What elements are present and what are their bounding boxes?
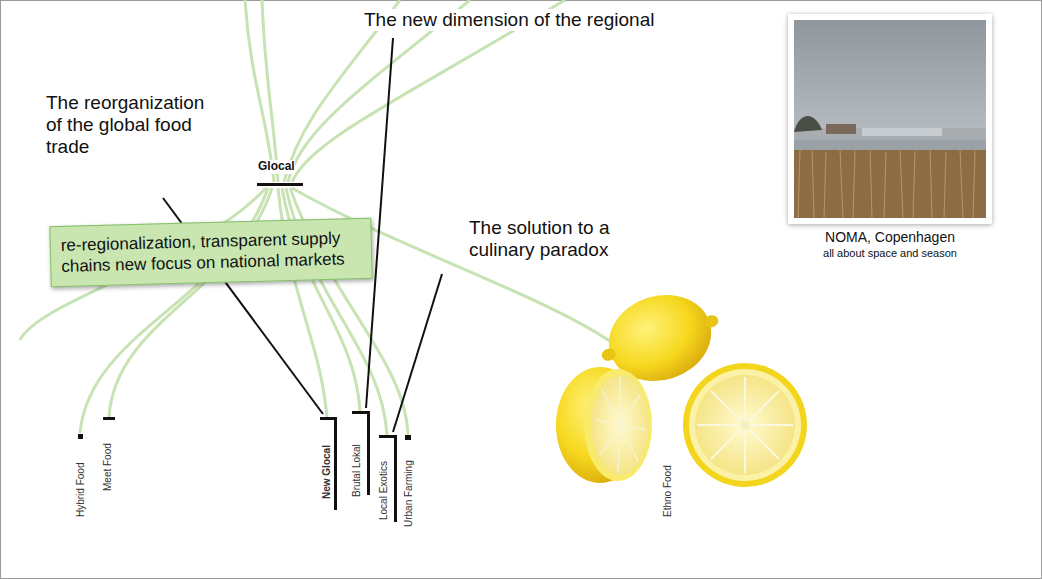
callout-box: re-regionalization, transparent supply c… [49,218,372,287]
trend-label: Hybrid Food [75,462,87,518]
trend-label: Urban Farming [403,459,415,528]
lemons-illustration [556,279,807,487]
callout-text: The reorganization of the global food tr… [46,92,224,158]
trend-label: Brutal Lokal [351,443,363,498]
trend-label: Meet Food [102,442,114,492]
photo-noma [788,14,992,224]
node-subtext: all about space and season [788,247,992,261]
node-text: re-regionalization, transparent supply c… [60,227,361,277]
trend-label: Ethno Food [662,464,674,518]
node-text: NOMA, Copenhagen [788,229,992,247]
trend-label: Local Exotics [378,460,390,521]
trend-hub-label: Glocal [258,160,295,174]
callout-text: The solution to a culinary paradox [469,217,644,261]
photo-card: NOMA, Copenhagenall about space and seas… [788,14,992,260]
trend-label: New Glocal [321,444,333,500]
callout-text: The new dimension of the regional [364,9,654,31]
